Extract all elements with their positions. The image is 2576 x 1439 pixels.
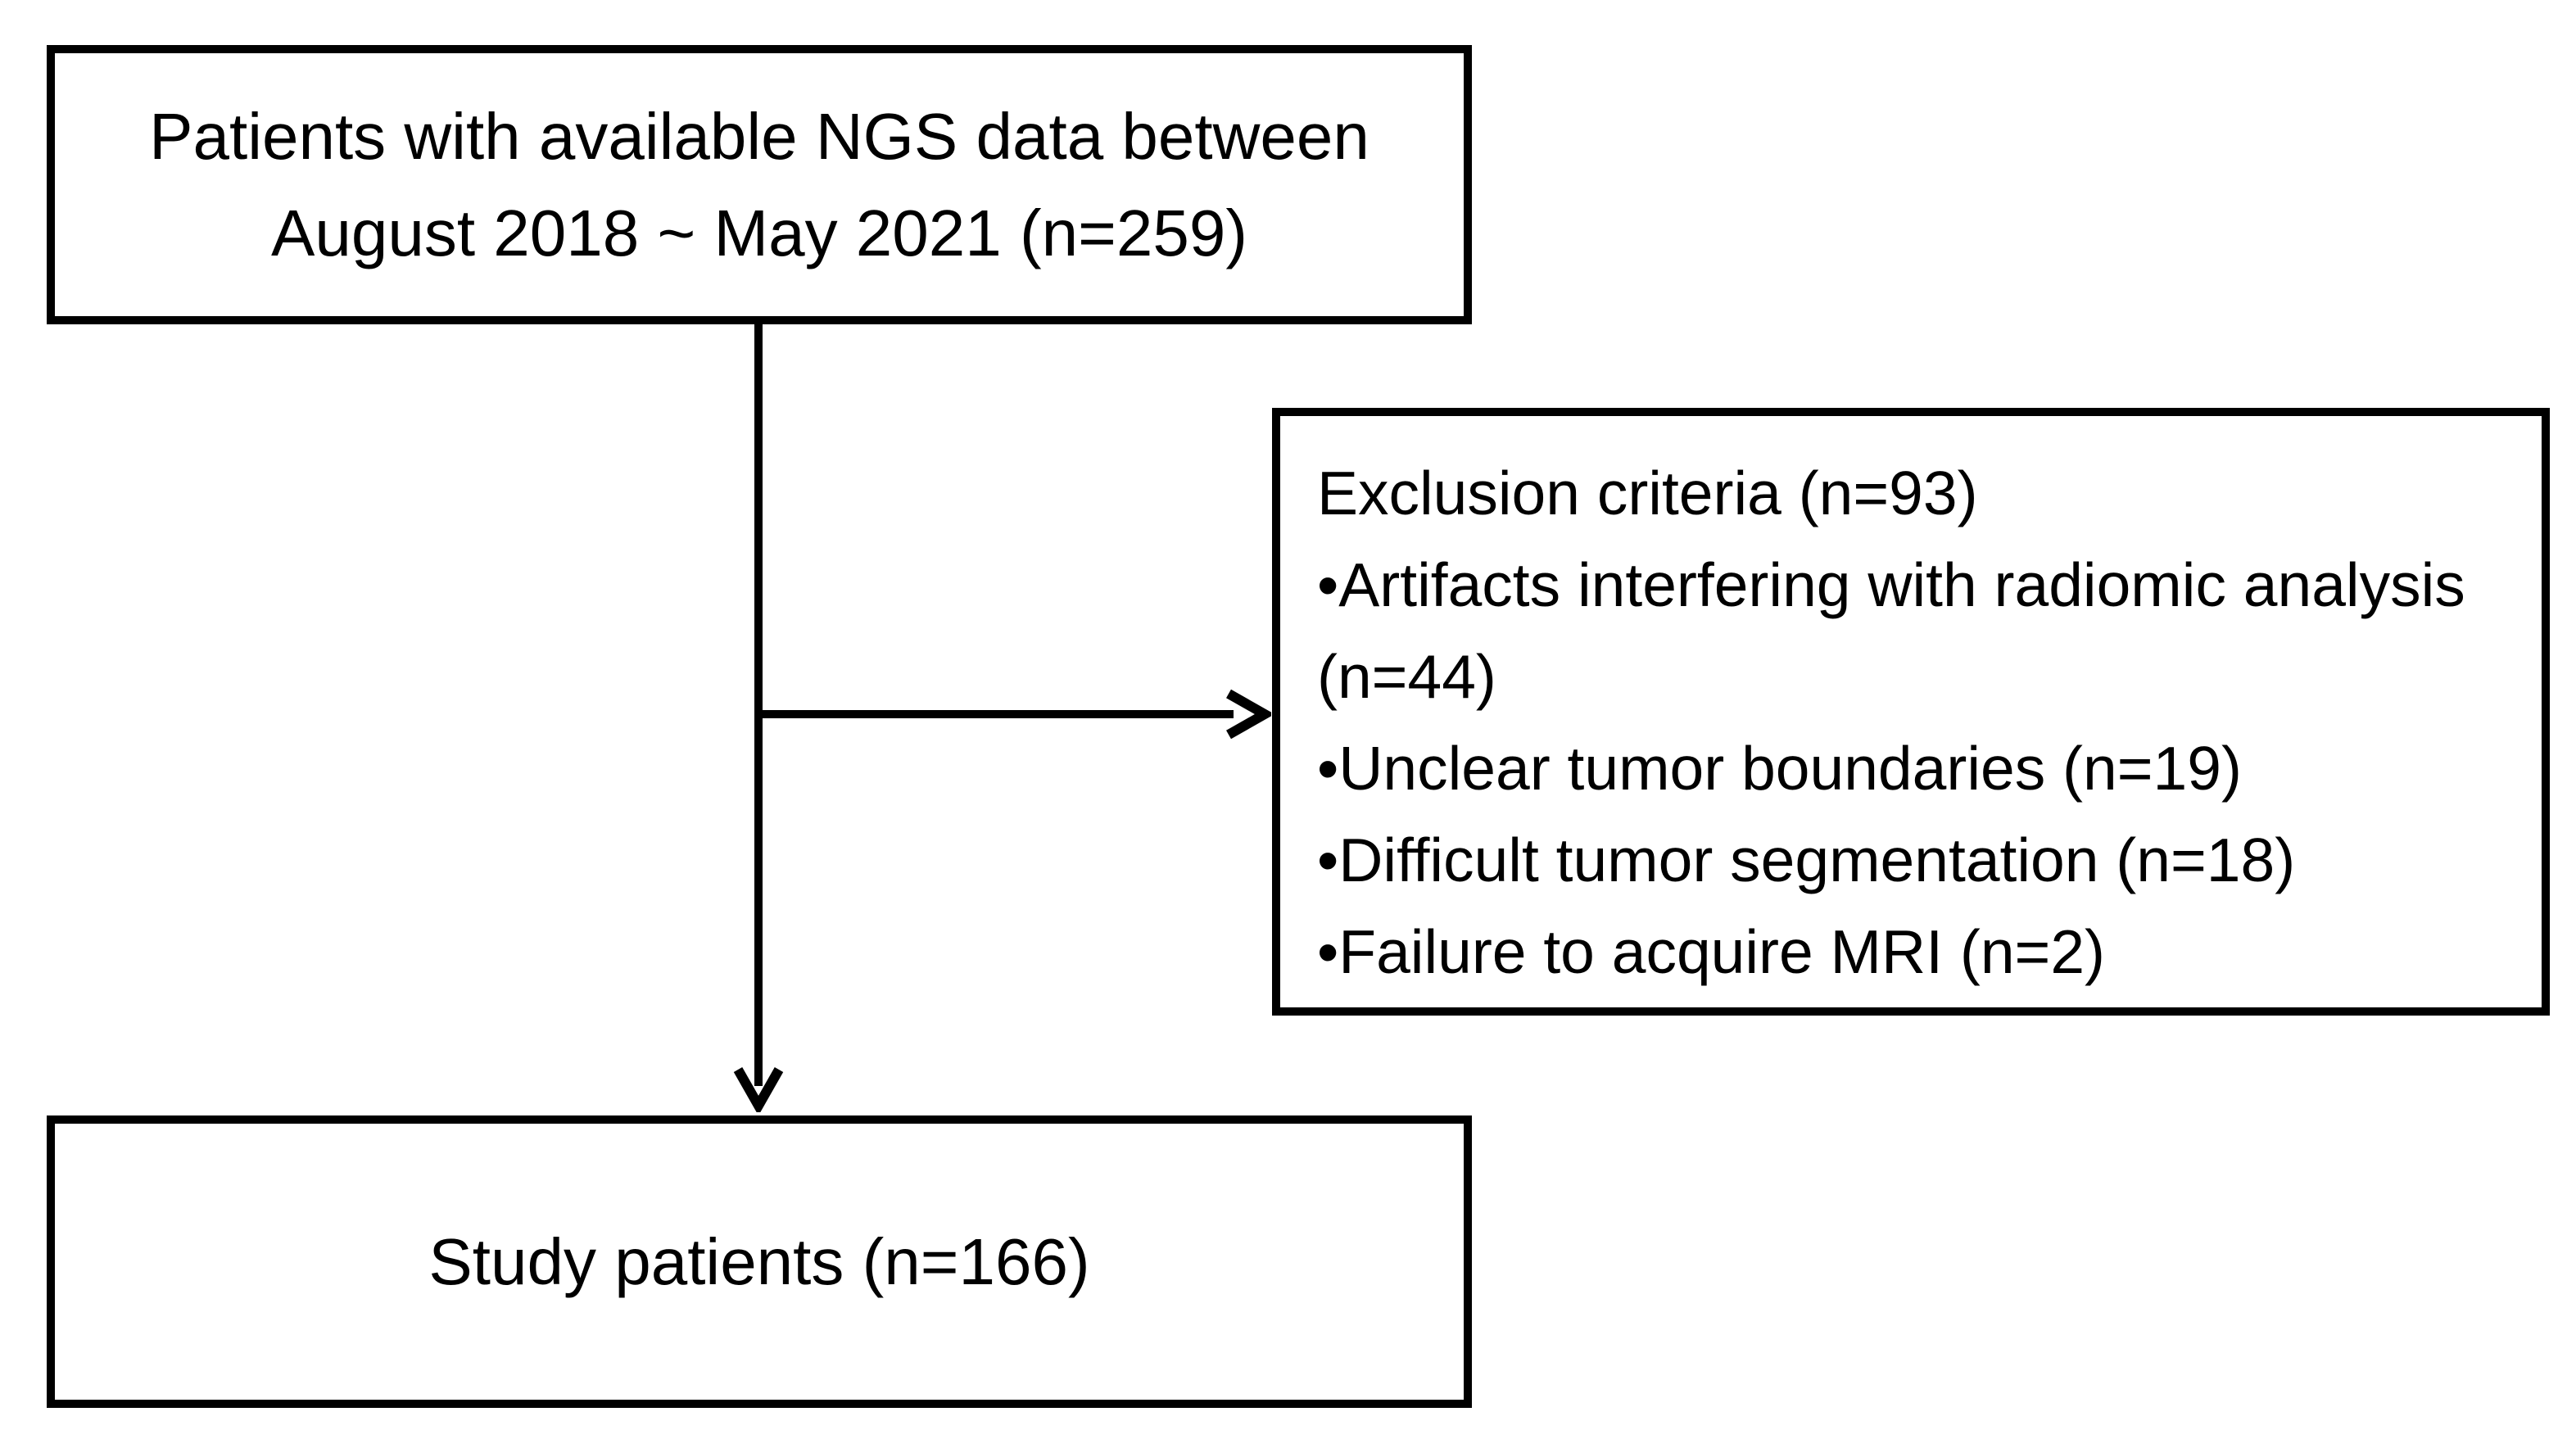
- exclusion-item-failure-mri: •Failure to acquire MRI (n=2): [1317, 917, 2106, 986]
- study-patients-label: Study patients (n=166): [428, 1224, 1090, 1298]
- box-ngs-patients: Patients with available NGS data between…: [47, 45, 1472, 324]
- box-study-patients: Study patients (n=166): [47, 1115, 1472, 1408]
- exclusion-item-difficult-segmentation: •Difficult tumor segmentation (n=18): [1317, 826, 2296, 894]
- arrow-down-icon: [733, 1067, 784, 1112]
- exclusion-criteria-title: Exclusion criteria (n=93): [1317, 459, 1978, 527]
- connector-horizontal-line: [754, 710, 1234, 718]
- ngs-patients-label: Patients with available NGS data between…: [149, 99, 1369, 269]
- exclusion-item-unclear-boundaries: •Unclear tumor boundaries (n=19): [1317, 734, 2242, 803]
- exclusion-item-artifacts: •Artifacts interfering with radiomic ana…: [1317, 550, 2465, 711]
- connector-vertical-line: [754, 324, 763, 1086]
- arrow-right-icon: [1226, 689, 1271, 740]
- box-exclusion-criteria: Exclusion criteria (n=93) •Artifacts int…: [1272, 408, 2550, 1016]
